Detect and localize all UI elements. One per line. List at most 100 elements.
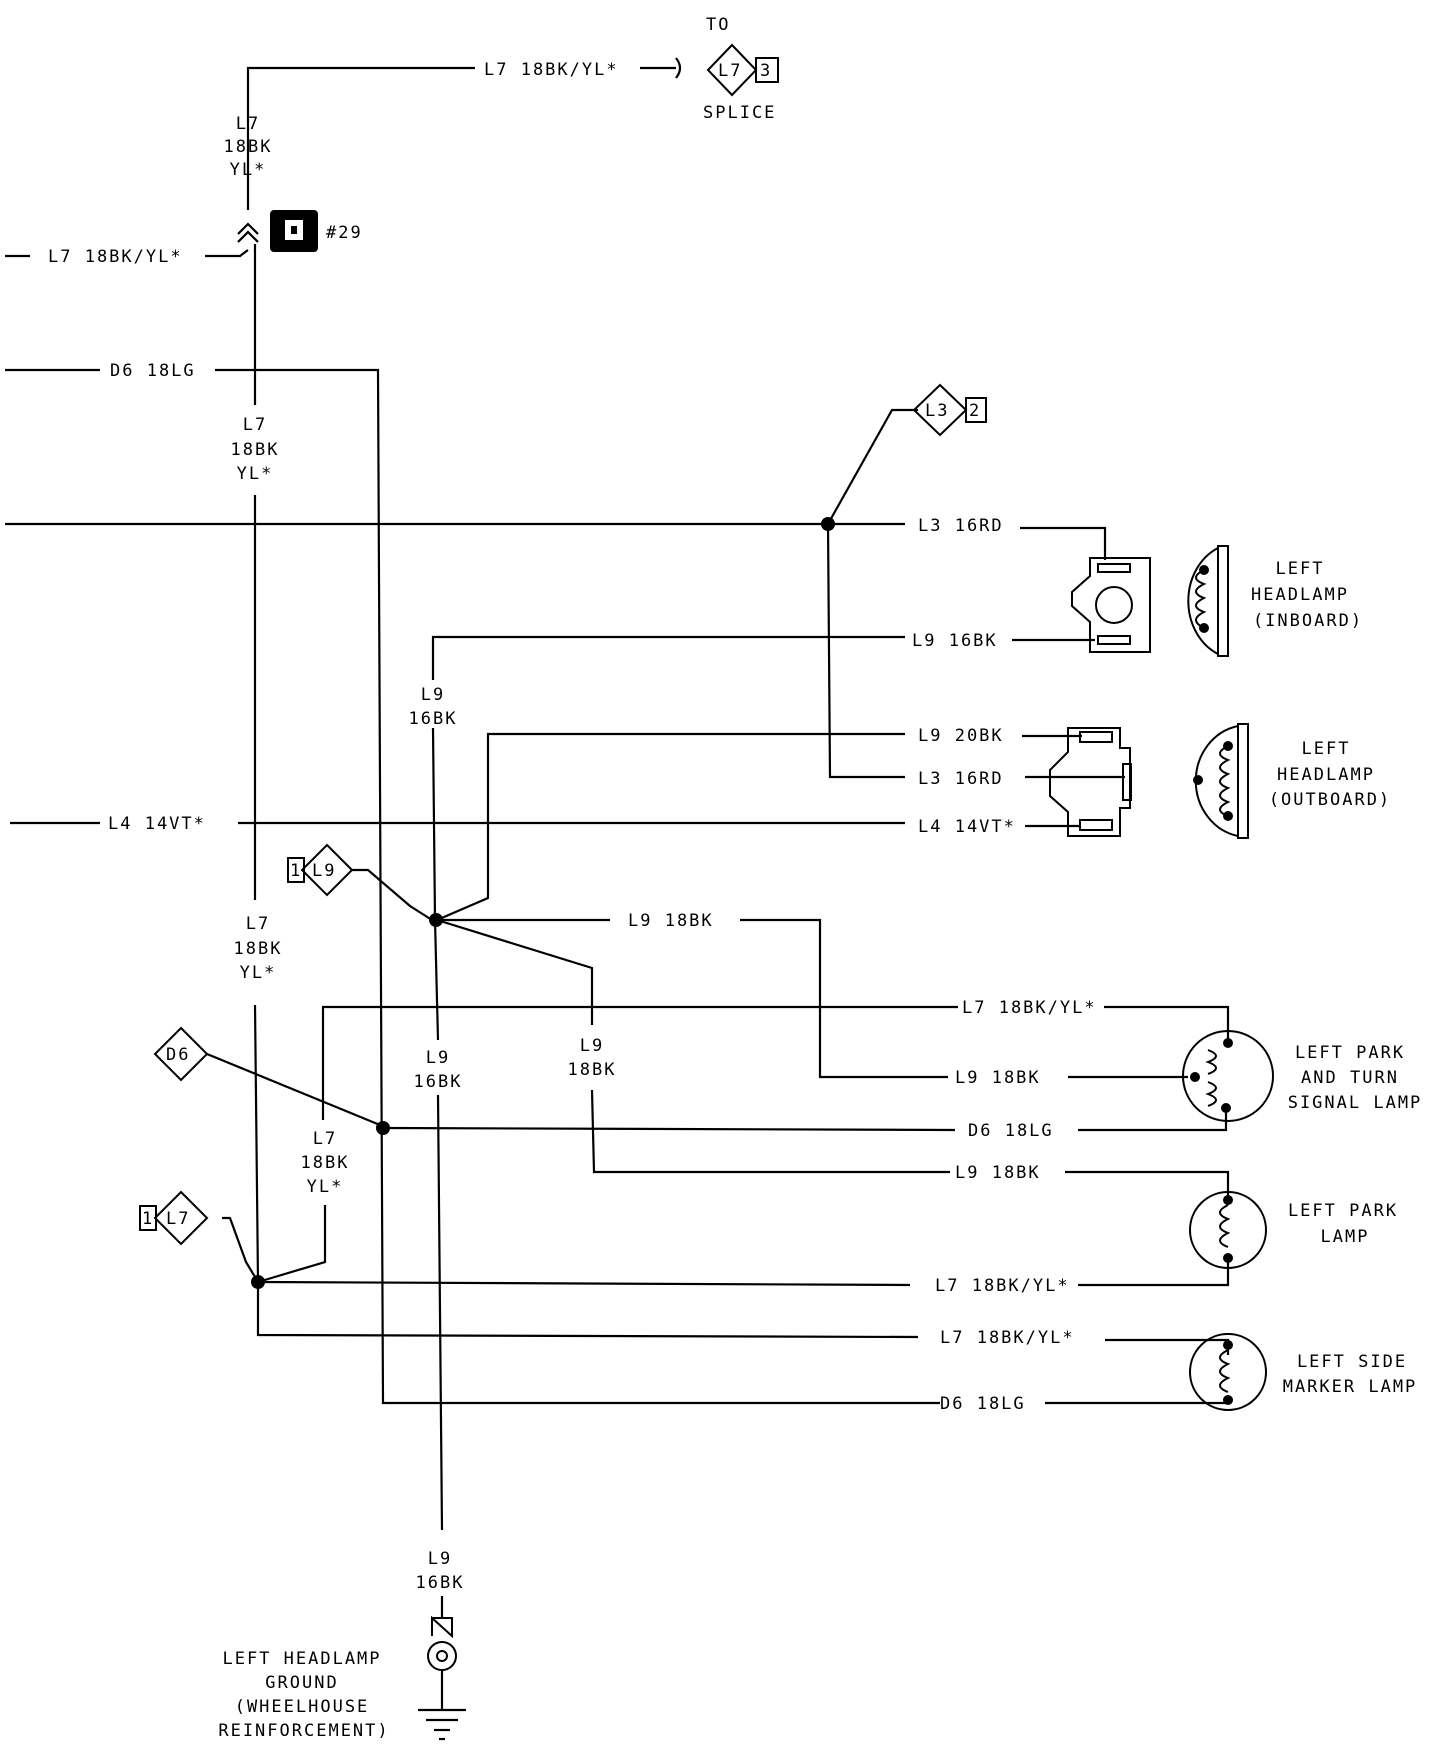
wire-d6-park-turn — [382, 1126, 956, 1132]
splice-l9-pin: 1 — [290, 861, 302, 881]
splice-pin-box — [755, 57, 779, 83]
side-marker-lamp: LEFT SIDE MARKER LAMP — [1189, 1333, 1418, 1411]
wire-l9-splice-lead — [352, 868, 433, 921]
park-lamp-label-1: LEFT PARK — [1288, 1201, 1398, 1221]
headlamp-inboard-label-2: HEADLAMP — [1251, 585, 1349, 605]
ground-label-2: GROUND — [265, 1673, 338, 1693]
splice-l7: 1 L7 — [139, 1190, 209, 1246]
headlamp-inboard-lens-bar — [1217, 545, 1229, 657]
label-l9-branch-1: L9 — [580, 1036, 604, 1056]
headlamp-inboard-terminal-bottom — [1097, 635, 1131, 645]
wire-l9-outboard — [436, 732, 905, 922]
splice-circuit: L7 — [718, 61, 742, 81]
park-lamp-pin-top — [1223, 1195, 1233, 1205]
wire-l7-marker-right — [1105, 1338, 1230, 1355]
splice-l3-pin: 2 — [969, 401, 981, 421]
headlamp-outboard-terminal-top — [1079, 731, 1113, 743]
wires — [5, 57, 1230, 1531]
label-park-l7: L7 18BK/YL* — [935, 1276, 1070, 1296]
wire-l7-branch-up — [321, 1005, 958, 1120]
headlamp-outboard-label-2: HEADLAMP — [1277, 765, 1375, 785]
junction-l3 — [821, 517, 835, 531]
wire-l9-park-right — [1065, 1170, 1230, 1200]
label-park-turn-d6: D6 18LG — [968, 1121, 1054, 1141]
wire-l7-park-right — [1078, 1258, 1230, 1287]
wire-l3-outboard-vert — [826, 523, 905, 779]
label-top-l7: L7 18BK/YL* — [484, 60, 619, 80]
ground-terminal-flag — [431, 1615, 453, 1639]
wire-d6-splice-lead — [206, 1052, 381, 1127]
label-l9-upper-2: 16BK — [409, 709, 458, 729]
splice-d6: D6 — [153, 1026, 209, 1082]
ground-eyelet — [427, 1641, 457, 1671]
label-park-l9: L9 18BK — [955, 1163, 1041, 1183]
wire-labels: L7 18BK/YL* L7 18BK/YL* D6 18LG L4 14VT*… — [48, 60, 1095, 1414]
headlamp-outboard-label-3: (OUTBOARD) — [1269, 790, 1391, 810]
park-turn-lamp-pin-bottom — [1221, 1103, 1231, 1113]
to-splice-reference: TO L7 3 SPLICE — [703, 15, 779, 123]
wire-l7-marker — [256, 1282, 919, 1339]
junction-l7 — [251, 1275, 265, 1289]
headlamp-outboard-pin-mid — [1193, 775, 1203, 785]
splice-l9-diamond — [300, 843, 354, 897]
wire-l7-park-turn-right — [1104, 1005, 1230, 1043]
side-marker-lamp-label-2: MARKER LAMP — [1283, 1377, 1418, 1397]
label-marker-l7: L7 18BK/YL* — [940, 1328, 1075, 1348]
wire-l9-inboard — [431, 635, 905, 680]
label-park-turn-l9: L9 18BK — [955, 1068, 1041, 1088]
ground: LEFT HEADLAMP GROUND (WHEELHOUSE REINFOR… — [218, 1596, 466, 1741]
label-left-d6: D6 18LG — [110, 361, 196, 381]
splice-l7-pin: 1 — [142, 1209, 154, 1229]
label-l7-top-2: 18BK — [224, 137, 273, 157]
headlamp-inboard-label-1: LEFT — [1276, 559, 1325, 579]
wire-break-symbol — [675, 57, 682, 79]
headlamp-inboard-label-3: (INBOARD) — [1253, 611, 1363, 631]
headlamp-outboard: LEFT HEADLAMP (OUTBOARD) — [1049, 723, 1391, 839]
ground-label-4: REINFORCEMENT) — [218, 1721, 389, 1741]
label-l9-ground-2: 16BK — [416, 1573, 465, 1593]
wire-l7-main-vertical-3 — [253, 1004, 260, 1283]
park-turn-lamp-label-3: SIGNAL LAMP — [1288, 1093, 1423, 1113]
side-marker-lamp-pin-top — [1223, 1340, 1233, 1350]
wire-l9-branch-park — [590, 1089, 950, 1174]
label-l9-outboard: L9 20BK — [918, 726, 1004, 746]
park-turn-lamp-label-2: AND TURN — [1301, 1068, 1399, 1088]
headlamp-inboard-terminal-top — [1097, 563, 1131, 573]
label-l9-18bk-mid: L9 18BK — [628, 911, 714, 931]
headlamp-inboard-socket — [1095, 586, 1133, 624]
label-l4-outboard: L4 14VT* — [918, 817, 1016, 837]
park-lamp-bulb — [1189, 1191, 1267, 1269]
park-lamp-filament — [1219, 1204, 1231, 1248]
connector-29-label: #29 — [326, 223, 363, 243]
label-l3-outboard: L3 16RD — [918, 769, 1004, 789]
side-marker-lamp-filament — [1219, 1349, 1231, 1393]
label-l7-branch-2: 18BK — [301, 1153, 350, 1173]
connector-29-pin — [291, 226, 297, 234]
splice-l7-circuit: L7 — [166, 1209, 190, 1229]
splice-label: SPLICE — [703, 103, 776, 123]
wire-d6-park-turn-right — [1078, 1108, 1228, 1132]
headlamp-outboard-terminal-bottom — [1079, 819, 1113, 831]
wire-l3-inboard — [1020, 526, 1107, 560]
junction-d6 — [376, 1121, 390, 1135]
headlamp-outboard-lens-bar — [1237, 723, 1249, 839]
headlamp-inboard: LEFT HEADLAMP (INBOARD) — [1071, 545, 1363, 657]
splice-d6-circuit: D6 — [166, 1045, 190, 1065]
wire-d6-left — [215, 368, 940, 1405]
side-marker-lamp-bulb — [1189, 1333, 1267, 1411]
splice-l3: L3 2 — [912, 383, 987, 437]
park-turn-lamp-filament-2 — [1205, 1081, 1217, 1107]
junctions — [251, 517, 835, 1289]
headlamp-inboard-lens — [1187, 547, 1219, 655]
splice-l9-circuit: L9 — [312, 861, 336, 881]
connector-29: #29 — [270, 210, 363, 252]
label-l7-low-3: YL* — [240, 963, 277, 983]
label-l9-branch-2: 18BK — [568, 1060, 617, 1080]
wire-l3-splice-lead — [827, 408, 918, 525]
headlamp-outboard-label-1: LEFT — [1302, 739, 1351, 759]
ground-eyelet-hole — [436, 1650, 448, 1662]
label-l7-low-1: L7 — [246, 914, 270, 934]
label-l9-upper-1: L9 — [421, 685, 445, 705]
splice-l3-diamond — [912, 383, 968, 437]
